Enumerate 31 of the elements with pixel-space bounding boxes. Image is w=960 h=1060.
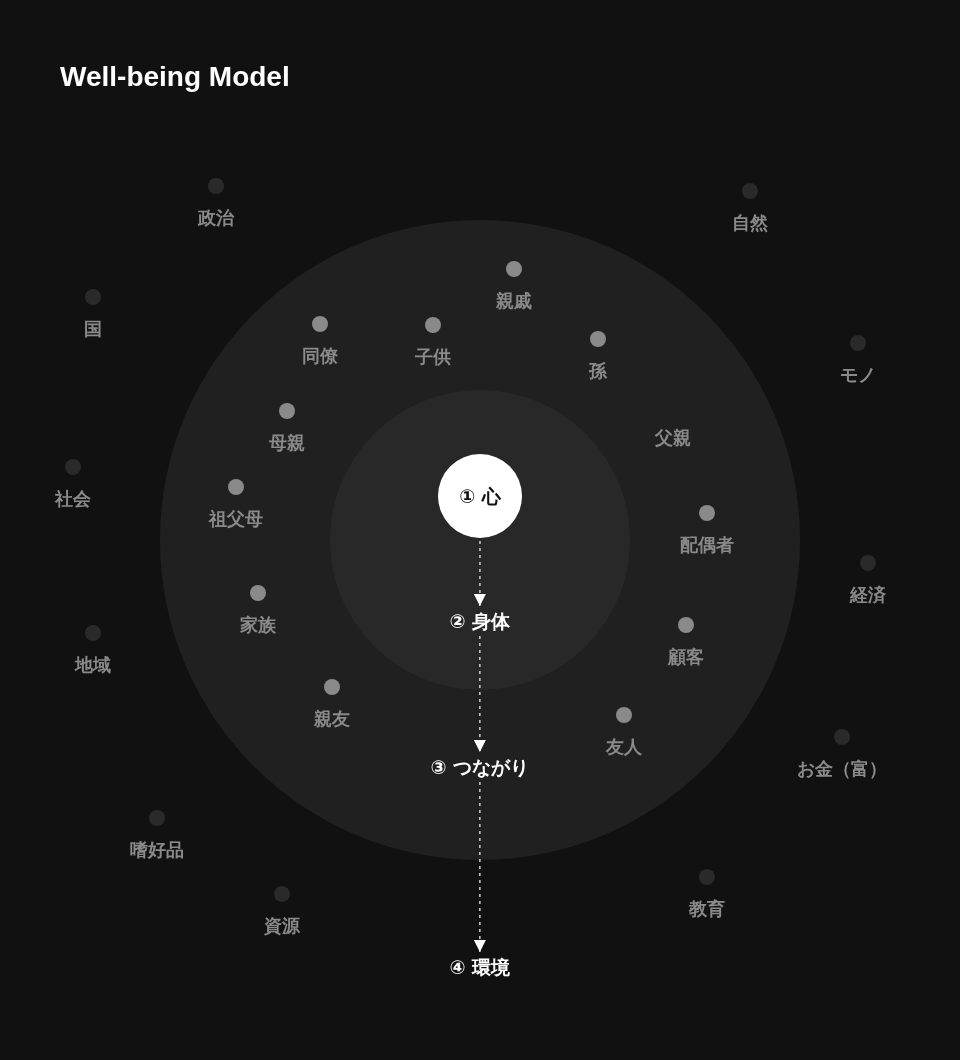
node-label: 資源: [264, 915, 300, 937]
node-label: 家族: [240, 614, 276, 636]
node-label: 顧客: [668, 646, 704, 668]
step-label: ④ 環境: [449, 955, 511, 979]
node-label: 社会: [55, 488, 91, 510]
node-label: 母親: [269, 432, 305, 454]
node-label: 配偶者: [680, 534, 734, 556]
arrow: [473, 635, 486, 753]
node-label: 国: [84, 318, 102, 340]
arrow: [473, 781, 486, 953]
node-label: 父親: [655, 427, 691, 449]
node-label: モノ: [840, 364, 876, 386]
node-label: お金（富）: [797, 758, 887, 780]
node-label: 同僚: [302, 345, 338, 367]
node-label: 友人: [606, 736, 642, 758]
title: Well-being Model: [60, 60, 290, 94]
node-label: 教育: [689, 898, 725, 920]
node-label: 親友: [314, 708, 350, 730]
node-label: 地域: [75, 654, 111, 676]
node-label: 祖父母: [209, 508, 263, 530]
node-label: 自然: [732, 212, 768, 234]
node-label: 政治: [198, 207, 234, 229]
node-label: 子供: [415, 346, 451, 368]
core-circle: ① 心: [438, 454, 522, 538]
step-label: ② 身体: [449, 609, 511, 633]
arrow: [473, 540, 486, 607]
node-label: 嗜好品: [130, 839, 184, 861]
step-label: ③ つながり: [430, 755, 530, 779]
node-label: 孫: [589, 360, 607, 382]
node-label: 経済: [850, 584, 886, 606]
node-label: 親戚: [496, 290, 532, 312]
